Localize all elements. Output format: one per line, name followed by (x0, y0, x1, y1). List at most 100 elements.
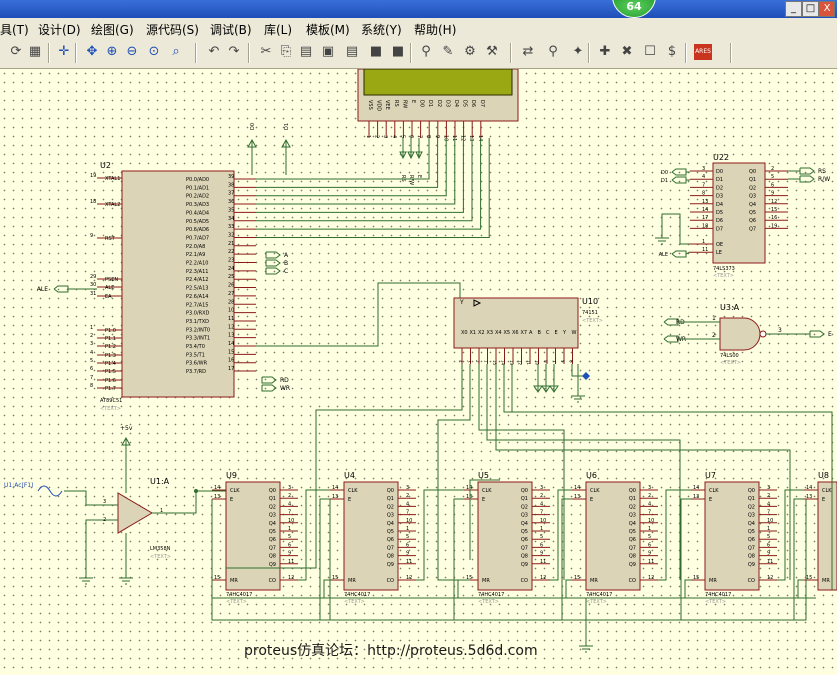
counter-pin-num: 4 (288, 501, 291, 507)
counter-pin-num: 2 (288, 493, 291, 499)
close-button[interactable]: X (819, 1, 835, 17)
counter-pin-num: 4 (648, 501, 651, 507)
counter-text: <TEXT> (586, 599, 607, 605)
menu-item-6[interactable]: 模板(M) (306, 23, 350, 37)
u10-ref: U10 (582, 297, 598, 306)
feedback-wire (503, 364, 833, 590)
lcd-pin-name: D2 (436, 100, 442, 107)
lcd-pin-num: 6 (408, 135, 414, 138)
u2-pin-name: XTAL1 (105, 176, 120, 182)
maximize-button[interactable]: □ (802, 1, 819, 17)
u2-pin-num: 13 (228, 333, 234, 339)
counter-part: 74HC4017 (478, 592, 504, 598)
menu-item-0[interactable]: 具(T) (0, 23, 29, 37)
u22-pin-num: 3 (702, 166, 705, 172)
redo-icon[interactable]: ↷ (228, 44, 240, 59)
u22-pin-num: 15 (771, 207, 777, 213)
make-device-icon[interactable]: ✎ (442, 44, 454, 59)
counter-pin-name: CLK (482, 488, 492, 494)
counter-pin-num: 6 (540, 542, 543, 548)
grid-icon[interactable]: ▦ (28, 44, 42, 59)
lcd-pin-name: D3 (444, 100, 450, 107)
new-sheet-icon[interactable]: ✚ (599, 44, 611, 59)
block-rotate-icon[interactable]: ■ (369, 44, 383, 59)
u2-pin-num: 2 (90, 333, 93, 339)
counter-pin-num: 12 (288, 575, 294, 581)
u10-pin-num: 13 (509, 360, 514, 366)
u3-nand-gate (719, 317, 761, 351)
refresh-icon[interactable]: ⟳ (10, 44, 22, 59)
cut-icon[interactable]: ✂ (260, 44, 272, 59)
property-icon[interactable]: ✦ (572, 44, 584, 59)
menu-item-4[interactable]: 调试(B) (210, 23, 252, 37)
remove-sheet-icon[interactable]: ✖ (621, 44, 633, 59)
menu-item-1[interactable]: 设计(D) (38, 23, 81, 37)
mr-wire (457, 579, 464, 598)
counter-pin-num: 4 (540, 501, 543, 507)
copy-icon[interactable]: ⎘ (280, 44, 292, 59)
counter-pin-name: Q3 (521, 513, 528, 519)
menu-item-3[interactable]: 源代码(S) (146, 23, 199, 37)
zoom-all-icon[interactable]: ⊙ (148, 44, 160, 59)
counter-pin-name: MR (590, 578, 598, 584)
feedback-wire (495, 364, 791, 580)
u2-pin-num: 11 (228, 316, 234, 322)
bom-icon[interactable]: $ (667, 44, 677, 59)
counter-pin-num: 7 (648, 510, 651, 516)
zoom-in-icon[interactable]: ⊕ (106, 44, 118, 59)
wire-autoroute-icon[interactable]: ⇄ (522, 44, 534, 59)
pan-icon[interactable]: ✥ (86, 44, 98, 59)
u3-ref: U3:A (720, 303, 740, 312)
u2-pin-name: P0.6/AD6 (186, 227, 209, 233)
counter-chip (585, 481, 641, 591)
menu-item-2[interactable]: 绘图(G) (91, 23, 134, 37)
minimize-button[interactable]: _ (785, 1, 802, 17)
u3-part: 74LS00 (720, 353, 739, 359)
counter-pin-name: Q4 (629, 521, 636, 527)
toolbar-separator (75, 43, 77, 63)
lcd-pin-name: D7 (479, 100, 485, 107)
menu-item-5[interactable]: 库(L) (264, 23, 293, 37)
lcd-pin-num: 1 (365, 135, 371, 138)
u2-pin-num: 8 (90, 383, 93, 389)
u2-pin-name: RST (105, 236, 116, 242)
terminal (415, 151, 423, 160)
undo-icon[interactable]: ↶ (208, 44, 220, 59)
origin-icon[interactable]: ✛ (58, 44, 70, 59)
counter-pin-name: Q7 (269, 545, 276, 551)
menu-item-8[interactable]: 帮助(H) (414, 23, 457, 37)
counter-pin-name: Q6 (629, 537, 636, 543)
menu-item-7[interactable]: 系统(Y) (361, 23, 402, 37)
package-icon[interactable]: ⚙ (464, 44, 476, 59)
ares-icon[interactable]: ARES (694, 44, 712, 60)
zoom-area-icon[interactable]: ⌕ (172, 44, 180, 59)
terminal-label: C (284, 268, 288, 275)
u22-pin-name: D7 (716, 226, 723, 232)
lcd-screen (363, 68, 513, 96)
counter-chip (477, 481, 533, 591)
u2-pin-name: P3.5/T1 (186, 352, 205, 358)
counter-pin-name: Q9 (521, 562, 528, 568)
pick-device-icon[interactable]: ⚲ (421, 44, 431, 59)
block-move-icon[interactable]: ▤ (345, 44, 359, 59)
counter-enable-bus (211, 499, 807, 621)
block-delete-icon[interactable]: ■ (391, 44, 405, 59)
toolbar-separator (685, 43, 687, 63)
counter-pin-num: 15 (214, 575, 220, 581)
p0-data-wire (256, 138, 473, 222)
decompose-icon[interactable]: ⚒ (486, 44, 498, 59)
u22-pin-name: D2 (716, 185, 723, 191)
u2-pin-name: P1.2 (105, 344, 116, 350)
u10-pin-num: 1 (484, 360, 489, 363)
p0-data-wire (256, 138, 464, 213)
search-icon[interactable]: ⚲ (548, 44, 558, 59)
zoom-out-icon[interactable]: ⊖ (126, 44, 138, 59)
mr-bus (211, 580, 816, 599)
block-copy-icon[interactable]: ▣ (321, 44, 335, 59)
paste-icon[interactable]: ▤ (299, 44, 313, 59)
u22-text: <TEXT> (713, 273, 734, 279)
terminal (281, 138, 291, 148)
counter-pin-num: 3 (288, 485, 291, 491)
netlist-icon[interactable]: ☐ (644, 44, 656, 59)
